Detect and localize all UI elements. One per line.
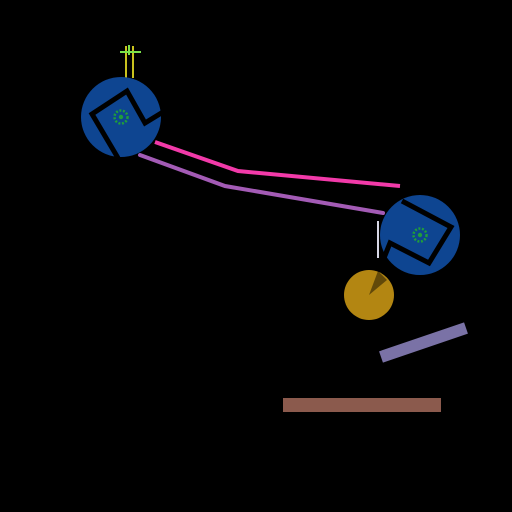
lavender-plank[interactable] <box>379 322 468 363</box>
magenta-link[interactable] <box>154 140 401 188</box>
gold-ball[interactable] <box>344 270 394 320</box>
brown-plank[interactable] <box>283 398 441 412</box>
wheel-right[interactable] <box>380 195 460 275</box>
purple-link[interactable] <box>138 153 385 215</box>
wheel-right-frame <box>381 198 455 267</box>
wheel-left[interactable] <box>81 77 165 160</box>
gear-icon <box>113 109 129 125</box>
pie-wedge-icon <box>369 271 387 295</box>
antenna <box>120 45 141 78</box>
gear-icon <box>412 227 428 243</box>
wheel-left-frame <box>88 87 165 160</box>
gold-ball-body[interactable] <box>344 270 394 320</box>
